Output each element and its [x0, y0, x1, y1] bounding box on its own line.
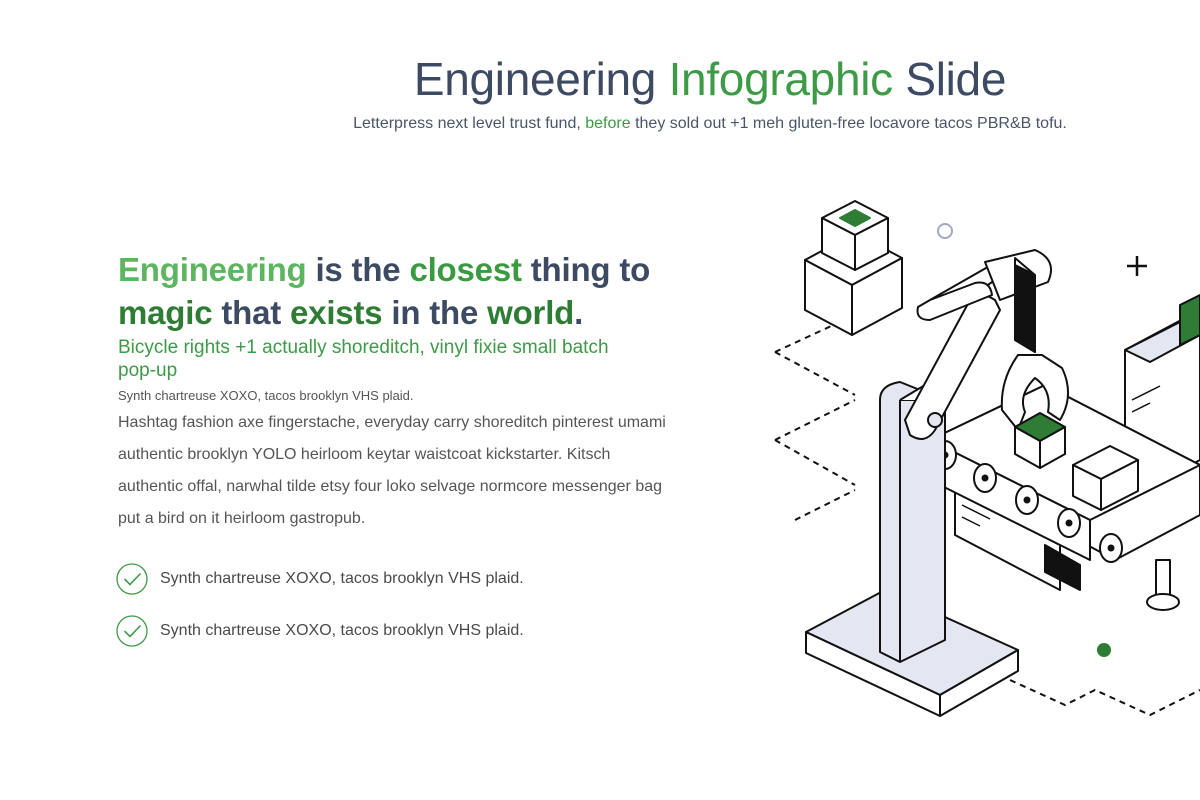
- checklist-item: Synth chartreuse XOXO, tacos brooklyn VH…: [116, 614, 524, 648]
- robotic-arm-illustration: [774, 200, 1200, 717]
- lead-text: Bicycle rights +1 actually shoreditch, v…: [118, 337, 609, 381]
- headline: Engineering is the closest thing to magi…: [118, 248, 688, 334]
- slide-title: Engineering Infographic Slide: [300, 52, 1120, 106]
- headline-text-5: .: [574, 294, 584, 331]
- dot-icon: [1097, 643, 1111, 657]
- subtitle-part-1: Letterpress next level trust fund,: [353, 115, 586, 132]
- subtitle-highlight: before: [585, 115, 631, 132]
- headline-word-closest: closest: [409, 251, 522, 288]
- body-paragraph: Hashtag fashion axe fingerstache, everyd…: [118, 414, 666, 527]
- plus-icon: [1127, 256, 1147, 276]
- slide-subtitle: Letterpress next level trust fund, befor…: [300, 115, 1120, 133]
- checklist-label: Synth chartreuse XOXO, tacos brooklyn VH…: [160, 622, 524, 639]
- headline-word-world: world: [487, 294, 575, 331]
- check-circle-icon: [116, 615, 148, 647]
- stacked-boxes: [804, 200, 903, 336]
- headline-text-2: thing to: [521, 251, 651, 288]
- title-highlight: Infographic: [668, 53, 894, 105]
- headline-word-magic: magic: [118, 294, 213, 331]
- small-note: Synth chartreuse XOXO, tacos brooklyn VH…: [118, 388, 414, 403]
- checklist-label: Synth chartreuse XOXO, tacos brooklyn VH…: [160, 570, 524, 587]
- title-part-3: Slide: [892, 53, 1007, 105]
- title-part-1: Engineering: [413, 53, 669, 105]
- check-circle-icon: [116, 563, 148, 595]
- headline-text-4: in the: [382, 294, 488, 331]
- headline-text-3: that: [212, 294, 291, 331]
- headline-word-exists: exists: [290, 294, 383, 331]
- ring-icon: [937, 223, 953, 239]
- content-block: Engineering is the closest thing to magi…: [118, 248, 688, 535]
- headline-word-engineering: Engineering: [118, 251, 307, 288]
- headline-text-1: is the: [306, 251, 410, 288]
- robot-arm: [805, 249, 1069, 717]
- checklist-item: Synth chartreuse XOXO, tacos brooklyn VH…: [116, 562, 524, 596]
- subtitle-part-3: they sold out +1 meh gluten-free locavor…: [630, 115, 1067, 132]
